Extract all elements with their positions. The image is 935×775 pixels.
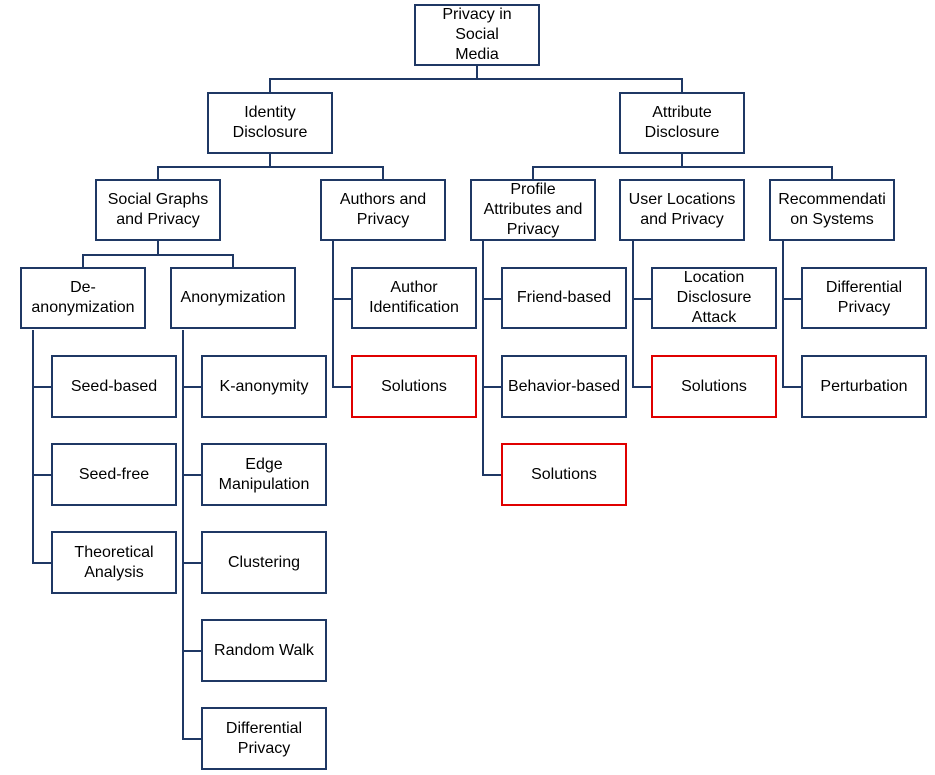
connector	[532, 154, 683, 180]
deanonymization-node: De-anonymization	[20, 267, 146, 329]
clustering-label: Clustering	[227, 553, 301, 571]
clustering-node: Clustering	[201, 531, 327, 594]
seed-based-label: Seed-based	[70, 377, 158, 395]
seed-free-node: Seed-free	[51, 443, 177, 506]
connector	[782, 241, 802, 388]
behavior-based-node: Behavior-based	[501, 355, 627, 418]
perturbation-node: Perturbation	[801, 355, 927, 418]
connector	[477, 78, 683, 93]
random-walk-label: Random Walk	[214, 641, 314, 659]
random-walk-node: Random Walk	[201, 619, 327, 682]
friend-based-label: Friend-based	[516, 289, 612, 306]
connector	[32, 330, 52, 564]
connector	[332, 241, 352, 388]
behavior-based-label: Behavior-based	[507, 377, 621, 395]
connector	[482, 241, 502, 476]
deanonymization-label: De-anonymization	[31, 279, 135, 316]
connector	[182, 330, 202, 740]
location-solutions-label: Solutions	[681, 377, 747, 395]
connector	[682, 166, 833, 180]
profile-solutions-label: Solutions	[531, 465, 597, 483]
friend-based-node: Friend-based	[501, 267, 627, 329]
k-anonymity-label: K-anonymity	[219, 377, 309, 395]
connector	[270, 166, 384, 180]
connector	[82, 241, 159, 268]
connector	[158, 254, 234, 268]
profile-solutions-node: Solutions	[501, 443, 627, 506]
k-anonymity-node: K-anonymity	[201, 355, 327, 418]
anonymization-node: Anonymization	[170, 267, 296, 329]
anonymization-label: Anonymization	[180, 289, 286, 306]
author-solutions-label: Solutions	[381, 377, 447, 395]
seed-based-node: Seed-based	[51, 355, 177, 418]
connector	[157, 154, 271, 180]
connector	[632, 241, 652, 388]
connector	[269, 64, 478, 93]
seed-free-label: Seed-free	[78, 465, 150, 483]
author-solutions-node: Solutions	[351, 355, 477, 418]
perturbation-label: Perturbation	[820, 377, 908, 395]
location-solutions-node: Solutions	[651, 355, 777, 418]
